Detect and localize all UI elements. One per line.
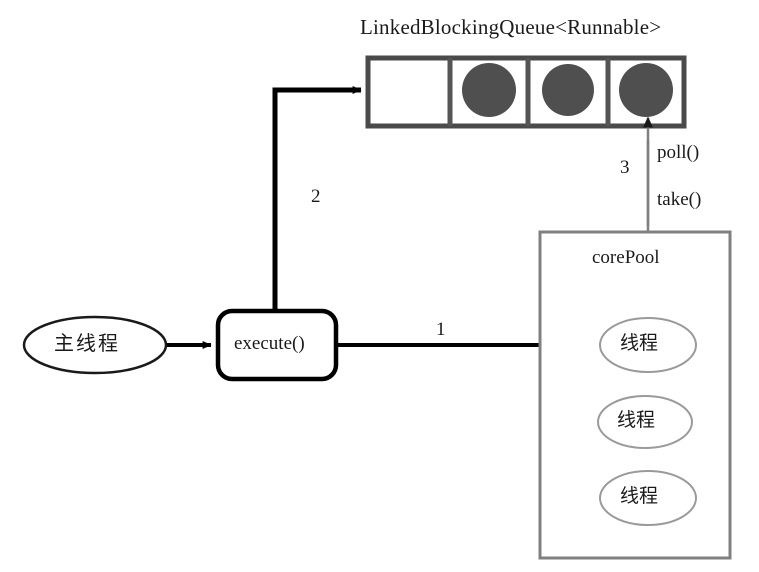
thread-ellipse-2 <box>597 395 693 449</box>
thread-label-2: 线程 <box>617 409 656 431</box>
main-thread-label: 主线程 <box>54 331 120 355</box>
method-label-poll: poll() <box>657 142 700 163</box>
queue-task-circle-1 <box>462 63 516 117</box>
thread-ellipse-3 <box>599 470 697 526</box>
edge-label-step1: 1 <box>436 319 446 340</box>
core-pool-threads <box>597 317 697 526</box>
method-label-take: take() <box>657 189 702 210</box>
thread-ellipse-1 <box>599 317 697 373</box>
core-pool-label: corePool <box>592 247 660 268</box>
thread-label-3: 线程 <box>620 485 659 507</box>
queue-task-circle-2 <box>542 64 594 116</box>
edge-label-step2: 2 <box>311 186 321 207</box>
execute-box-label: execute() <box>234 333 305 354</box>
queue-title: LinkedBlockingQueue<Runnable> <box>360 15 662 39</box>
edge-step2-arrow <box>272 86 362 311</box>
queue-task-circle-3 <box>619 63 673 117</box>
thread-label-1: 线程 <box>620 332 659 354</box>
queue-box <box>365 55 687 129</box>
edge-label-step3: 3 <box>620 157 630 178</box>
main-thread-ellipse <box>22 315 168 375</box>
execute-box[interactable] <box>215 308 339 382</box>
